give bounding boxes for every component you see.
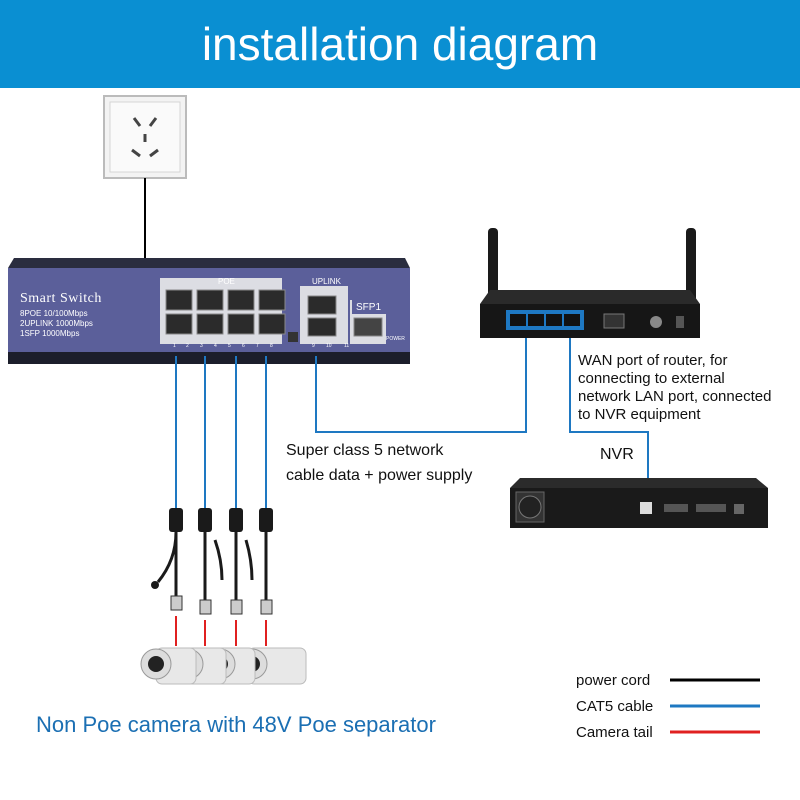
legend-label-cat5: CAT5 cable (576, 698, 654, 715)
poe-label: POE (218, 277, 235, 286)
camera-tail-lines (175, 616, 267, 646)
switch-spec-3: 1SFP 1000Mbps (20, 329, 80, 338)
nvr-device (510, 478, 768, 528)
port-number-6: 6 (242, 343, 245, 349)
wan-note-line1: WAN port of router, for (578, 352, 728, 369)
port-number-10: 10 (326, 343, 332, 349)
uplink-ports (307, 295, 337, 337)
nvr-label: NVR (600, 446, 634, 463)
footer-caption: Non Poe camera with 48V Poe separator (36, 712, 436, 737)
sfp-label: SFP1 (356, 302, 382, 313)
port-number-3: 3 (200, 343, 203, 349)
sfp-port (353, 317, 383, 337)
port-number-11: 11 (344, 343, 350, 349)
switch-brand: Smart Switch (20, 291, 102, 306)
port-number-2: 2 (186, 343, 189, 349)
power-label: POWER (386, 336, 405, 342)
cat5-nvr-line (569, 332, 649, 500)
wan-note-line4: to NVR equipment (578, 406, 701, 423)
cat5-uplink-line (315, 332, 527, 433)
wan-note-line2: connecting to external (578, 370, 725, 387)
cable-label-line2: cable data + power supply (286, 467, 473, 484)
page-title: installation diagram (201, 18, 599, 70)
cable-label-line1: Super class 5 network (286, 442, 444, 459)
switch-spec-1: 8POE 10/100Mbps (20, 309, 88, 318)
port-number-5: 5 (228, 343, 231, 349)
cat5-camera-lines (175, 356, 267, 512)
poe-separators (151, 508, 273, 615)
legend-label-camera-tail: Camera tail (576, 724, 653, 741)
port-number-1: 1 (173, 343, 176, 349)
cameras (140, 647, 307, 685)
uplink-label: UPLINK (312, 277, 341, 286)
title-banner: installation diagram (0, 0, 800, 88)
wall-socket (103, 95, 187, 179)
switch-spec-2: 2UPLINK 1000Mbps (20, 319, 93, 328)
port-number-9: 9 (312, 343, 315, 349)
port-number-4: 4 (214, 343, 217, 349)
port-number-8: 8 (270, 343, 273, 349)
wan-note-line3: network LAN port, connected (578, 388, 772, 405)
poe-ports (165, 289, 286, 335)
port-number-7: 7 (256, 343, 259, 349)
router (480, 228, 700, 338)
legend-label-power-cord: power cord (576, 672, 651, 689)
poe-switch (8, 258, 410, 364)
